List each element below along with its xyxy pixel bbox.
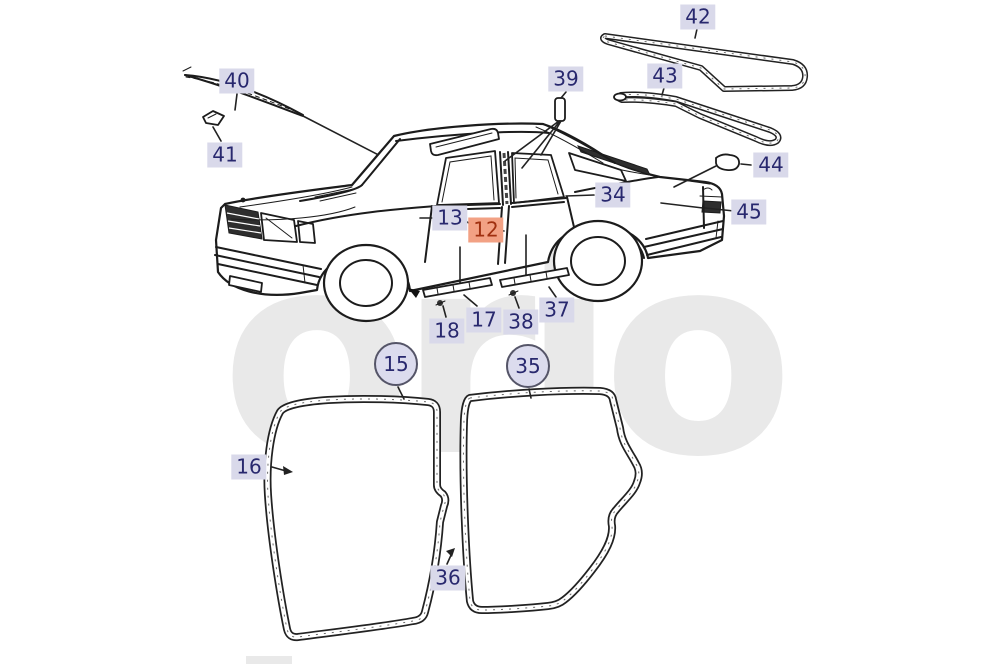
part-label-43[interactable]: 43 — [647, 63, 683, 89]
part-label-37[interactable]: 37 — [539, 297, 575, 323]
sill-strip-37-drawing — [499, 234, 570, 288]
part-label-36[interactable]: 36 — [430, 565, 466, 591]
part-label-45[interactable]: 45 — [731, 199, 767, 225]
part-label-17[interactable]: 17 — [466, 307, 502, 333]
sill-strip-17-drawing — [422, 246, 493, 298]
clip-38-drawing — [508, 290, 519, 296]
clip-41-drawing — [202, 110, 225, 126]
part-label-40[interactable]: 40 — [219, 68, 255, 94]
part-label-16[interactable]: 16 — [231, 454, 267, 480]
door-seal-35-drawing — [463, 391, 638, 610]
watermark-fragment — [246, 656, 292, 664]
car-illustration — [214, 122, 726, 323]
trunk-seal-42-drawing — [603, 36, 805, 89]
part-label-34[interactable]: 34 — [595, 182, 631, 208]
part-label-42[interactable]: 42 — [680, 4, 716, 30]
door-seal-15-drawing — [268, 399, 446, 637]
pillar-trim-39-drawing — [504, 97, 566, 169]
clip-18-drawing — [435, 300, 446, 306]
part-label-39[interactable]: 39 — [548, 66, 584, 92]
grommet-44-drawing — [673, 153, 740, 188]
part-label-41[interactable]: 41 — [207, 142, 243, 168]
part-label-15[interactable]: 15 — [374, 342, 418, 386]
trunk-seal-43-drawing — [613, 94, 778, 144]
part-label-35[interactable]: 35 — [506, 344, 550, 388]
part-label-18[interactable]: 18 — [429, 318, 465, 344]
part-label-12[interactable]: 12 — [468, 217, 504, 243]
part-label-13[interactable]: 13 — [432, 205, 468, 231]
part-label-44[interactable]: 44 — [753, 152, 789, 178]
bracket-45-drawing — [660, 186, 735, 229]
part-label-38[interactable]: 38 — [503, 309, 539, 335]
